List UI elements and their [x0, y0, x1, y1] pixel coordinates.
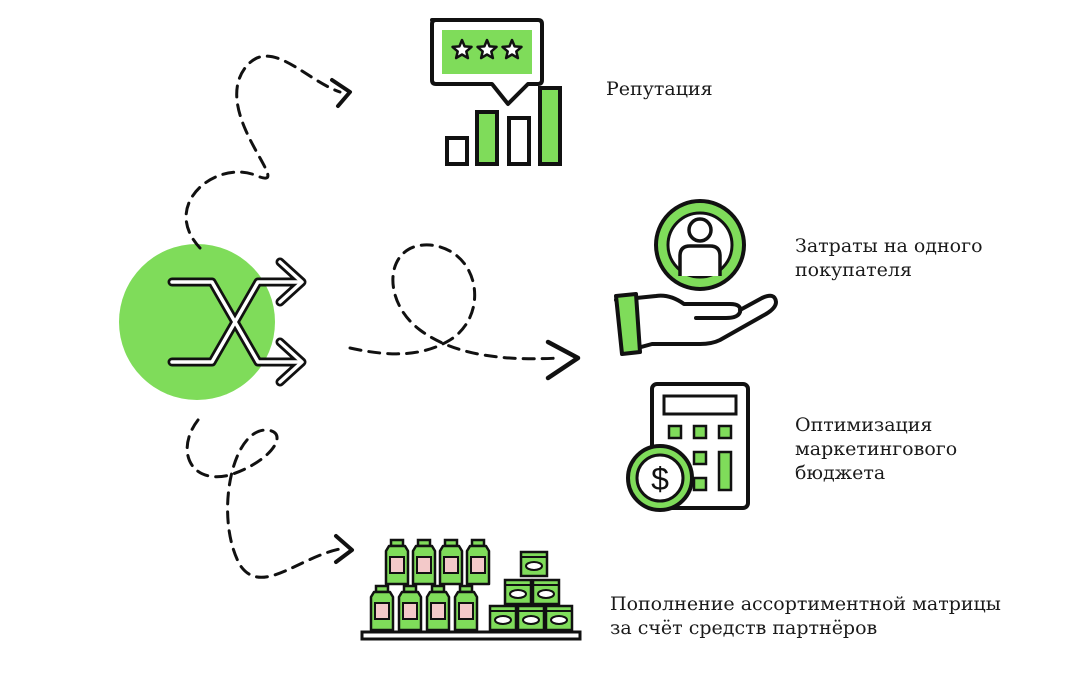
dashed-connector-bottom	[185, 418, 347, 579]
shuffle-circle	[119, 244, 275, 400]
star-icon	[451, 38, 473, 60]
shelf-products-icon	[360, 538, 582, 641]
dashed-connector-top	[184, 54, 342, 250]
bar-chart	[445, 86, 562, 166]
star-icon	[476, 38, 498, 60]
label-budget-optimization: Оптимизация маркетингового бюджета	[795, 414, 958, 484]
hand	[614, 293, 778, 352]
bottle-icon	[411, 538, 437, 586]
calculator-keys	[667, 424, 733, 492]
calculator-screen	[662, 394, 738, 416]
calculator-dollar-icon: $	[626, 382, 750, 512]
arrow-head-top	[330, 78, 352, 108]
can-icon	[503, 578, 533, 606]
person-head	[687, 217, 713, 243]
bottle-icon	[397, 584, 423, 632]
label-assortment: Пополнение ассортиментной матрицы за счё…	[610, 593, 1001, 639]
can-icon	[544, 604, 574, 632]
arrow-head-middle	[545, 339, 581, 381]
shelf-board	[360, 630, 582, 641]
label-cost-per-customer: Затраты на одного покупателя	[795, 235, 983, 281]
can-icon	[531, 578, 561, 606]
can-icon	[516, 604, 546, 632]
dashed-connector-middle	[348, 243, 562, 361]
bottle-icon	[369, 584, 395, 632]
shuffle-icon	[119, 244, 307, 400]
rating-chart-icon	[430, 18, 562, 166]
arrow-head-bottom	[334, 534, 354, 564]
can-icon	[488, 604, 518, 632]
bottle-icon	[465, 538, 491, 586]
can-icon	[519, 550, 549, 578]
hand-person-icon	[614, 199, 778, 356]
dollar-sign: $	[651, 461, 669, 497]
hand-cuff	[614, 292, 642, 356]
bottle-icon	[425, 584, 451, 632]
bottle-icon	[384, 538, 410, 586]
bottle-icon	[453, 584, 479, 632]
person-body	[678, 244, 722, 276]
rating-stars	[451, 38, 523, 60]
bottle-icon	[438, 538, 464, 586]
label-reputation: Репутация	[606, 78, 713, 100]
star-icon	[501, 38, 523, 60]
